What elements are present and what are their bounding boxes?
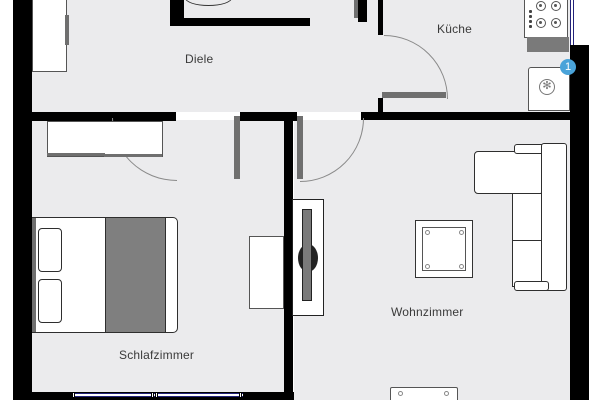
wall-bath-bottom	[170, 18, 310, 26]
kitchen-window	[570, 0, 574, 45]
wall-outer-left	[13, 0, 32, 400]
burner-icon	[536, 1, 546, 11]
wall-kueche-stub	[378, 98, 383, 112]
burner-icon	[536, 18, 546, 28]
sofa-chaise	[474, 151, 544, 194]
sofa-seat-1	[512, 193, 542, 241]
wall-diele-mid	[240, 112, 297, 121]
room-label-kueche: Küche	[437, 22, 473, 36]
side-table-leg	[459, 230, 464, 235]
wall-bath-right	[358, 0, 367, 22]
room-label-diele: Diele	[185, 52, 214, 66]
stove	[524, 0, 568, 38]
wall-schlafzimmer-wohnzimmer	[284, 112, 293, 400]
pillow-top	[38, 228, 62, 272]
stove-knob	[529, 25, 532, 28]
pillow-bottom	[38, 279, 62, 323]
stove-knob	[529, 15, 532, 18]
burner-icon	[551, 18, 561, 28]
bed-blanket	[105, 218, 166, 332]
window-post	[239, 392, 242, 398]
room-label-wohnzimmer: Wohnzimmer	[391, 305, 464, 319]
bedroom-window	[73, 393, 243, 397]
wall-kueche-left	[378, 0, 383, 35]
marker-badge[interactable]: 1	[560, 59, 576, 75]
washing-machine-drum-icon: ✻	[539, 79, 555, 95]
window-post	[151, 392, 154, 398]
burner-icon	[551, 1, 561, 11]
side-table-top	[422, 227, 466, 271]
wall-bottom-mid	[284, 392, 294, 400]
stove-knob	[529, 20, 532, 23]
wardrobe-schlafzimmer-door2	[104, 154, 162, 157]
sofa-seat-2	[512, 240, 542, 287]
dining-table-leg	[444, 391, 449, 396]
sofa-armrest-bottom	[514, 281, 549, 291]
stove-front	[527, 37, 569, 52]
stove-knob	[529, 10, 532, 13]
dining-table-leg	[398, 391, 403, 396]
window-post	[155, 392, 158, 398]
wall-diele-kueche-right	[361, 112, 589, 120]
sofa-back	[541, 143, 567, 291]
wardrobe-diele	[32, 0, 67, 72]
wall-outer-right	[570, 45, 589, 400]
dresser	[249, 236, 284, 309]
wardrobe-diele-handle	[65, 15, 69, 45]
bed-headboard	[32, 218, 36, 332]
wall-diele-schlafzimmer	[13, 112, 176, 121]
wardrobe-schlafzimmer	[47, 121, 163, 157]
room-label-schlafzimmer: Schlafzimmer	[119, 348, 195, 362]
side-table-leg	[425, 264, 430, 269]
door-leaf-kueche	[382, 92, 446, 98]
dining-table	[390, 387, 458, 400]
side-table-leg	[425, 230, 430, 235]
wardrobe-schlafzimmer-door	[47, 153, 105, 156]
tv-screen	[302, 209, 312, 301]
door-leaf-bath	[354, 0, 358, 18]
side-table-leg	[459, 264, 464, 269]
window-post	[72, 392, 75, 398]
door-leaf-schlafzimmer	[234, 116, 240, 179]
